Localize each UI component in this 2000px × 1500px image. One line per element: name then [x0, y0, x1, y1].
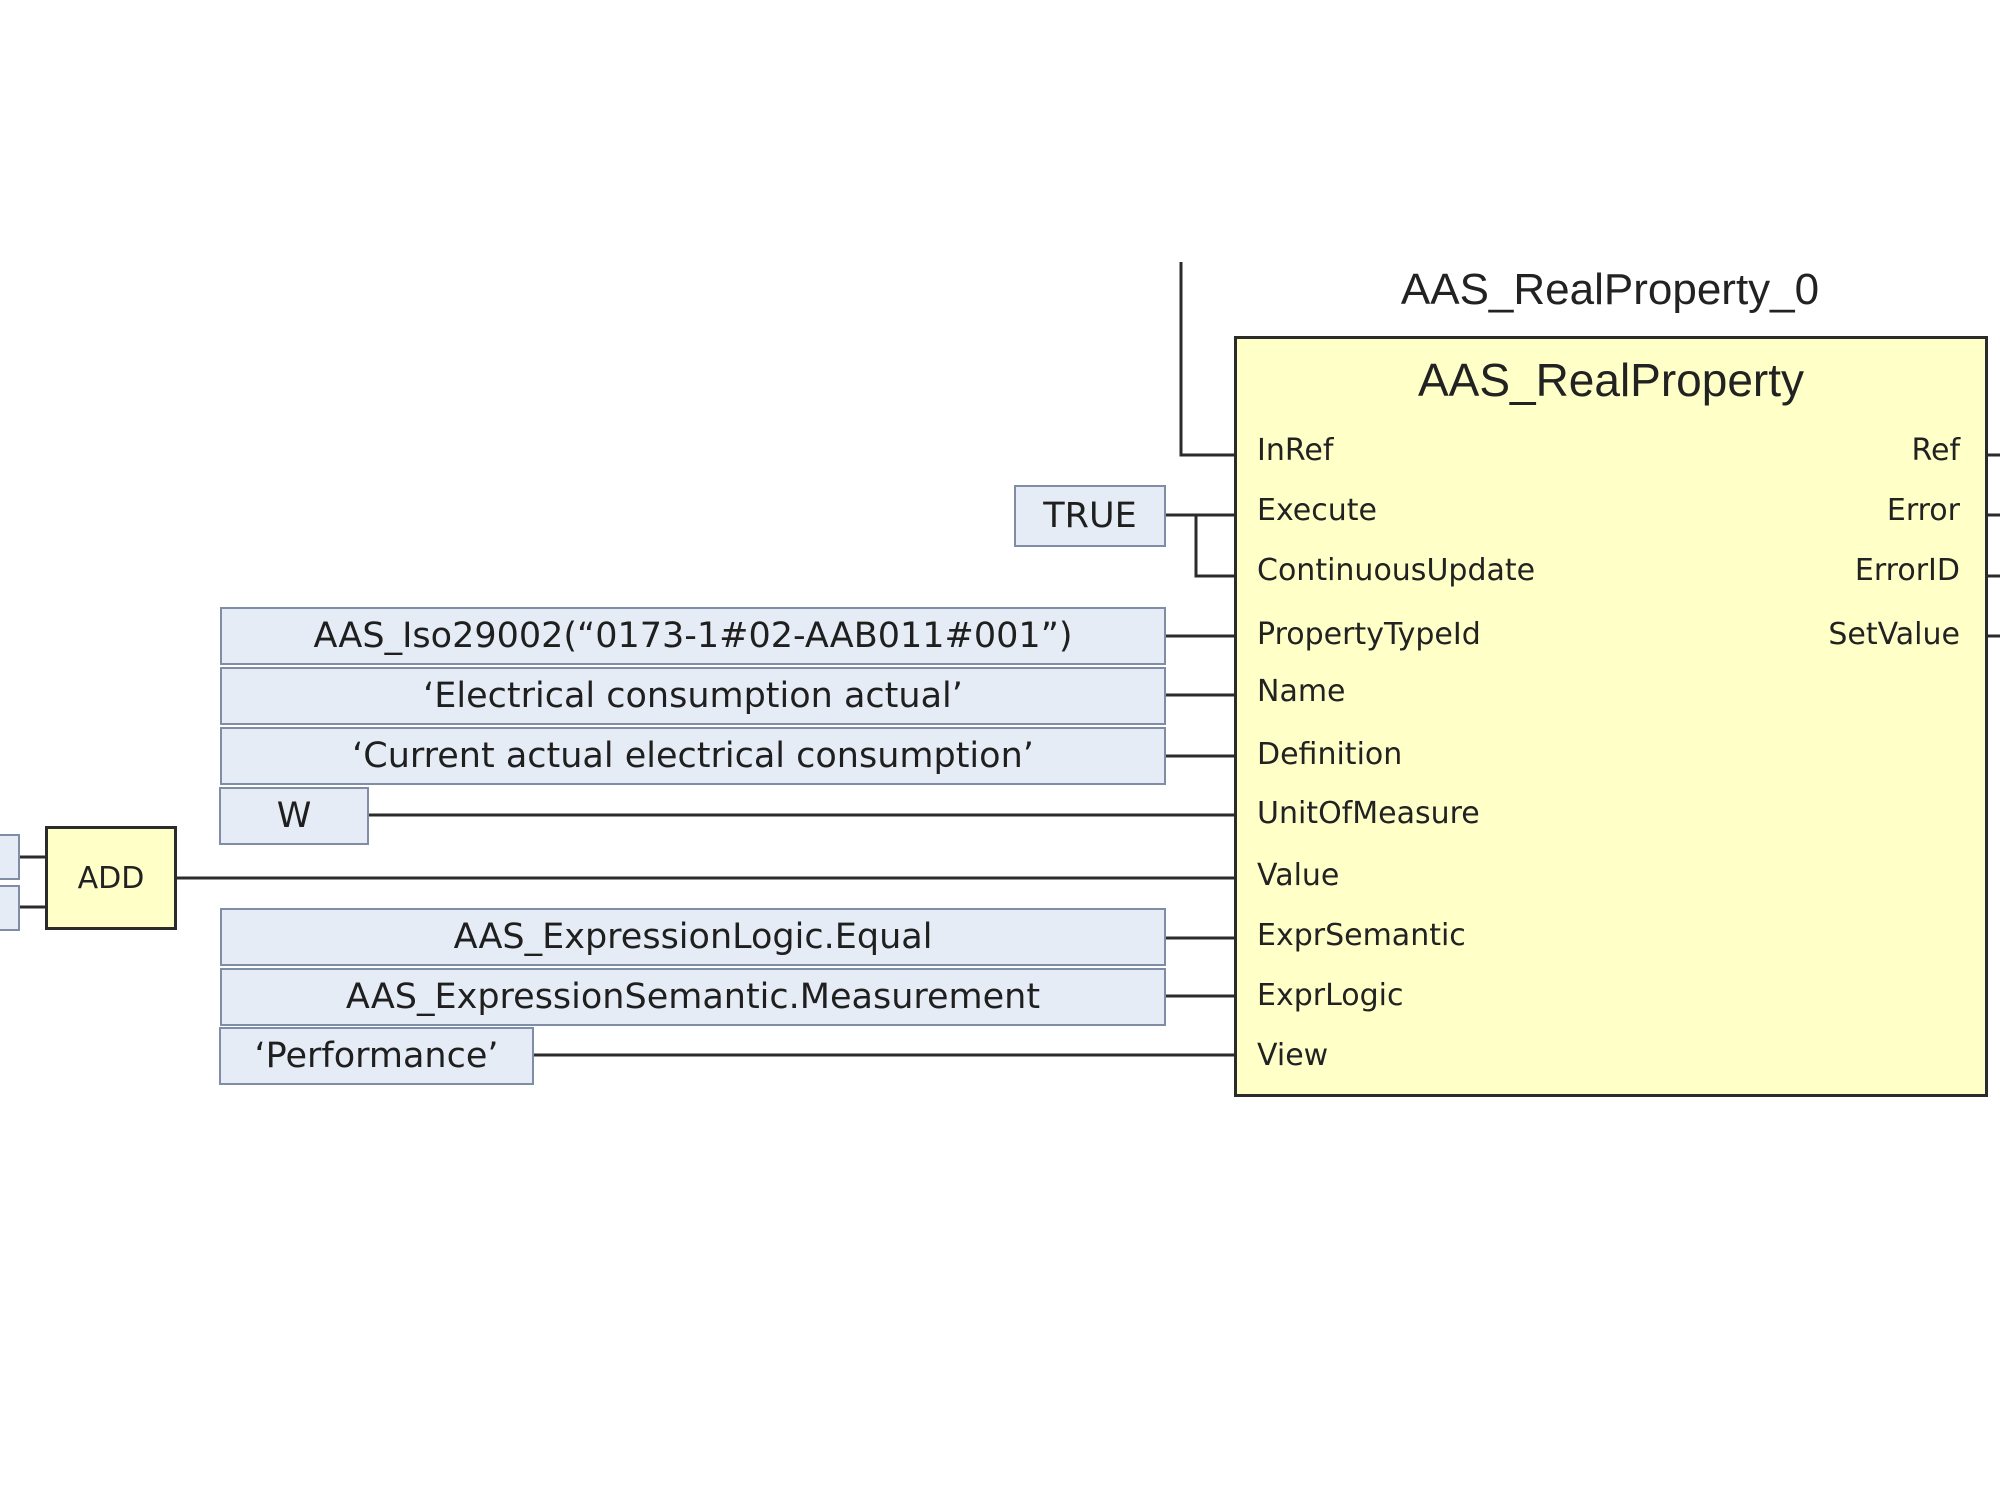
constant-expr-logic[interactable]: AAS_ExpressionLogic.Equal	[220, 908, 1166, 966]
add-block[interactable]: ADD	[45, 826, 177, 930]
function-block-aas-realproperty[interactable]	[1234, 336, 1988, 1097]
constant-name[interactable]: ‘Electrical consumption actual’	[220, 667, 1166, 725]
pin-error-id[interactable]: ErrorID	[1854, 553, 1960, 588]
constant-unit-of-measure[interactable]: W	[219, 787, 369, 845]
pin-error[interactable]: Error	[1886, 493, 1960, 528]
constant-definition[interactable]: ‘Current actual electrical consumption’	[220, 727, 1166, 785]
pin-view[interactable]: View	[1257, 1038, 1329, 1073]
wire-inref	[1179, 262, 1237, 457]
pin-unit-of-measure[interactable]: UnitOfMeasure	[1257, 796, 1480, 831]
pin-set-value[interactable]: SetValue	[1828, 617, 1960, 652]
pin-ref[interactable]: Ref	[1911, 433, 1960, 468]
pin-continuous-update[interactable]: ContinuousUpdate	[1257, 553, 1536, 588]
pin-execute[interactable]: Execute	[1257, 493, 1377, 528]
pin-expr-logic[interactable]: ExprLogic	[1257, 978, 1404, 1013]
constant-expr-semantic[interactable]: AAS_ExpressionSemantic.Measurement	[220, 968, 1166, 1026]
wire-continuous-update	[1194, 515, 1237, 578]
add-input-stub-2[interactable]	[0, 885, 20, 931]
add-input-stub-1[interactable]	[0, 834, 20, 880]
constant-view[interactable]: ‘Performance’	[219, 1027, 534, 1085]
pin-definition[interactable]: Definition	[1257, 737, 1403, 772]
pin-expr-semantic[interactable]: ExprSemantic	[1257, 918, 1466, 953]
pin-name[interactable]: Name	[1257, 674, 1346, 709]
instance-name: AAS_RealProperty_0	[1400, 265, 1820, 314]
pin-property-type-id[interactable]: PropertyTypeId	[1257, 617, 1481, 652]
constant-execute[interactable]: TRUE	[1014, 485, 1166, 547]
function-block-type-name: AAS_RealProperty	[1417, 354, 1805, 406]
pin-inref[interactable]: InRef	[1257, 433, 1334, 468]
constant-property-type-id[interactable]: AAS_Iso29002(“0173-1#02-AAB011#001”)	[220, 607, 1166, 665]
pin-value[interactable]: Value	[1257, 858, 1340, 893]
